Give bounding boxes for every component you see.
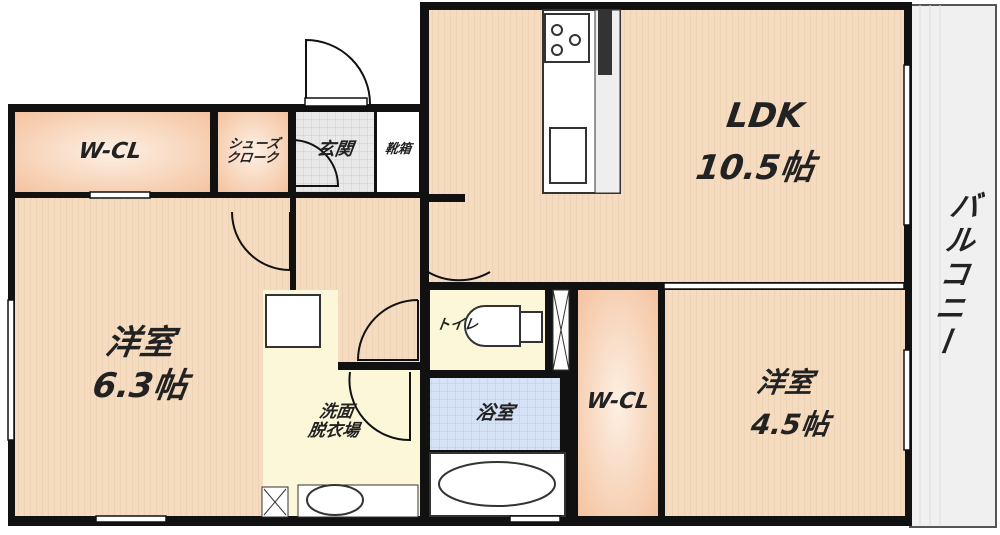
room-wcl-2 xyxy=(578,290,658,516)
stove-icon xyxy=(544,13,590,63)
shoe-box-label: 靴箱 xyxy=(384,142,413,157)
toilet-icon xyxy=(464,305,521,347)
door-swings xyxy=(231,38,491,442)
washroom-label: 洗面脱衣場 xyxy=(306,402,361,441)
wcl-1-label: W-CL xyxy=(77,139,144,164)
room-wcl-1 xyxy=(15,112,210,192)
room-western-1 xyxy=(15,198,290,516)
ldk-label: LDK xyxy=(724,96,807,136)
toilet-label: トイレ xyxy=(434,317,480,333)
western-2-size: 4.5帖 xyxy=(748,408,832,441)
western-1-size: 6.3帖 xyxy=(90,366,191,406)
room-bathroom xyxy=(430,378,560,450)
washing-machine-icon xyxy=(265,294,321,348)
western-1-label: 洋室 xyxy=(103,323,177,363)
room-shoe-box xyxy=(377,112,419,192)
western-2-label: 洋室 xyxy=(754,366,816,399)
wcl-2-label: W-CL xyxy=(585,389,652,414)
kitchen-sink-icon xyxy=(549,127,587,184)
shoe-cloak-label: シューズクローク xyxy=(225,137,281,167)
entrance-label: 玄関 xyxy=(315,139,355,160)
balcony xyxy=(909,4,997,528)
bathroom-label: 浴室 xyxy=(474,402,516,424)
room-entrance xyxy=(296,112,374,192)
room-western-2 xyxy=(665,290,905,516)
windows xyxy=(7,64,911,523)
ldk-size: 10.5帖 xyxy=(693,148,817,188)
room-shoe-cloak xyxy=(218,112,288,192)
room-ldk xyxy=(429,10,904,282)
